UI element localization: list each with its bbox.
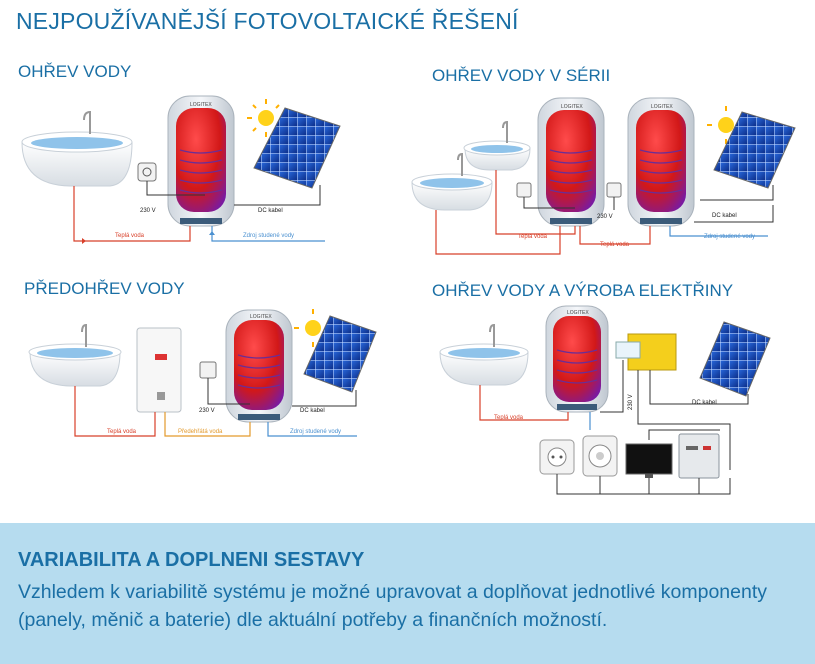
svg-text:DC kabel: DC kabel: [692, 400, 717, 406]
solar-panel: [253, 107, 341, 189]
sun-icon: [294, 309, 332, 347]
svg-text:230 V: 230 V: [199, 408, 215, 414]
svg-text:230 V: 230 V: [140, 208, 156, 214]
svg-text:DC kabel: DC kabel: [258, 208, 283, 214]
svg-text:Zdroj studené vody: Zdroj studené vody: [704, 234, 755, 240]
svg-text:230 V: 230 V: [597, 214, 613, 220]
diagram-water-preheating: LOGITEX 230 V DC kabel Teplá voda Předeh…: [28, 309, 377, 437]
bathtub: [439, 323, 529, 386]
solar-panel: [713, 111, 796, 189]
svg-text:Zdroj studené vody: Zdroj studené vody: [243, 233, 294, 239]
svg-text:Teplá voda: Teplá voda: [600, 242, 630, 248]
info-heading: VARIABILITA A DOPLNENI SESTAVY: [18, 549, 365, 571]
bathtub-small: [463, 120, 531, 171]
diagram-water-and-electricity: LOGITEX DC kabel 230 V Teplá voda: [439, 305, 771, 495]
section-label-water-and-electricity: OHŘEV VODY A VÝROBA ELEKTŘINY: [432, 281, 734, 300]
battery-icon: [678, 433, 720, 479]
svg-text:DC kabel: DC kabel: [300, 408, 325, 414]
svg-text:LOGITEX: LOGITEX: [567, 310, 589, 316]
boiler: LOGITEX: [167, 95, 235, 227]
boiler: LOGITEX: [225, 309, 293, 423]
wall-socket-icon: [539, 439, 575, 475]
svg-text:Zdroj studené vody: Zdroj studené vody: [290, 429, 341, 435]
svg-text:LOGITEX: LOGITEX: [190, 102, 212, 108]
svg-text:DC kabel: DC kabel: [712, 213, 737, 219]
info-box: VARIABILITA A DOPLNENI SESTAVY Vzhledem …: [0, 523, 815, 664]
svg-text:Teplá voda: Teplá voda: [107, 429, 137, 435]
boiler-1: LOGITEX: [537, 97, 605, 227]
solar-panel: [303, 315, 377, 393]
inverter: [615, 333, 677, 371]
thermostat-icon: [582, 435, 618, 477]
svg-text:LOGITEX: LOGITEX: [561, 104, 583, 110]
boiler-2: LOGITEX: [627, 97, 695, 227]
boiler: LOGITEX: [545, 305, 609, 413]
section-label-water-heating: OHŘEV VODY: [18, 62, 132, 81]
svg-text:Teplá voda: Teplá voda: [518, 234, 548, 240]
diagram-water-heating-series: LOGITEX LOGITEX 230 V DC kabel Teplá vod…: [411, 97, 796, 255]
svg-text:Teplá voda: Teplá voda: [494, 415, 524, 421]
svg-text:Předehřátá voda: Předehřátá voda: [178, 429, 223, 435]
svg-text:LOGITEX: LOGITEX: [250, 314, 272, 320]
diagrams-illustration: LOGITEX 230 V DC kabel Teplá voda Zdroj …: [21, 95, 796, 495]
sun-icon: [707, 106, 745, 144]
svg-text:Teplá voda: Teplá voda: [115, 233, 145, 239]
solar-panel: [699, 321, 771, 397]
svg-text:230 V: 230 V: [628, 394, 634, 410]
diagram-water-heating: LOGITEX 230 V DC kabel Teplá voda Zdroj …: [21, 95, 341, 244]
bathtub: [21, 110, 133, 187]
bathtub: [28, 323, 122, 387]
bathtub: [411, 152, 493, 211]
svg-text:LOGITEX: LOGITEX: [651, 104, 673, 110]
page-title: NEJPOUŽÍVANĚJŠÍ FOTOVOLTAICKÉ ŘEŠENÍ: [16, 8, 519, 34]
info-text: Vzhledem k variabilitě systému je možné …: [18, 581, 767, 631]
gas-boiler: [136, 327, 182, 413]
section-label-water-preheating: PŘEDOHŘEV VODY: [24, 279, 185, 298]
section-label-water-heating-series: OHŘEV VODY V SÉRII: [432, 66, 611, 85]
tv-icon: [625, 443, 673, 478]
